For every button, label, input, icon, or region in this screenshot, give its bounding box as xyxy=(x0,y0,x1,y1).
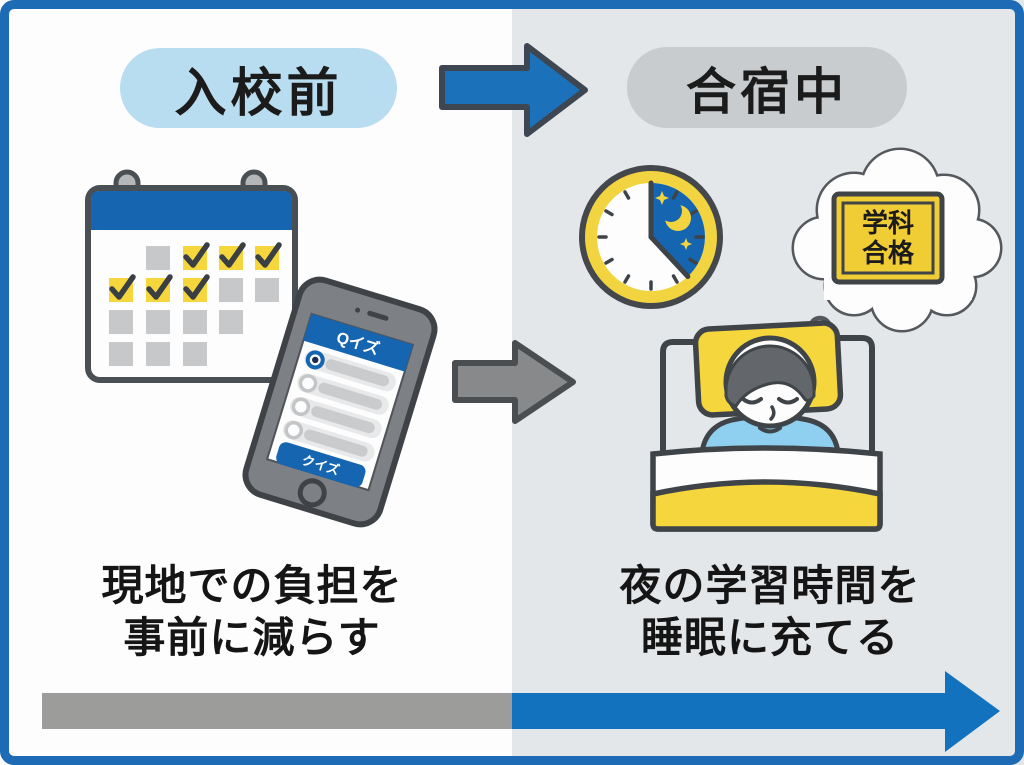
before-caption-line1: 現地での負担を xyxy=(101,562,403,609)
sleeping-person-icon xyxy=(650,320,883,532)
before-caption-line2: 事前に減らす xyxy=(123,614,381,661)
star-icon xyxy=(680,238,692,250)
thought-bubble: 学科 合格 xyxy=(791,147,1003,341)
during-caption-line2: 睡眠に充てる xyxy=(640,614,899,661)
phone-home-button xyxy=(297,478,327,508)
clock-hands xyxy=(648,180,691,279)
star-icon xyxy=(655,191,669,205)
right-arrow-blue-icon xyxy=(439,43,588,137)
clock-ticks xyxy=(597,183,705,291)
during-header-label: 合宿中 xyxy=(686,63,848,120)
smartphone-quiz-icon: Qイズ クイズ xyxy=(242,276,438,528)
closed-eye-right xyxy=(777,397,799,405)
during-header-pill: 合宿中 xyxy=(627,47,907,128)
mouth xyxy=(758,426,782,434)
before-caption: 現地での負担を 事前に減らす xyxy=(57,560,447,664)
certificate-icon: 学科 合格 xyxy=(831,191,945,285)
nose xyxy=(769,405,776,421)
timeline-arrow-icon xyxy=(42,671,1000,752)
bed-frame xyxy=(660,335,875,530)
closed-eye-left xyxy=(741,397,763,405)
blanket xyxy=(650,479,883,532)
right-arrow-gray-icon xyxy=(452,340,576,424)
before-header-pill: 入校前 xyxy=(120,48,397,128)
sleeping-face xyxy=(723,335,817,434)
before-header-label: 入校前 xyxy=(174,64,343,123)
calendar-checkmarks xyxy=(109,242,282,300)
during-caption-line1: 夜の学習時間を xyxy=(619,562,921,609)
during-caption: 夜の学習時間を 睡眠に充てる xyxy=(575,560,965,664)
certificate-line2: 合格 xyxy=(862,238,915,268)
night-clock-icon xyxy=(579,165,723,309)
quiz-start-button xyxy=(276,442,366,488)
quiz-answer-options xyxy=(282,349,396,462)
calendar-icon xyxy=(85,169,298,383)
certificate-line1: 学科 xyxy=(862,208,914,238)
hair xyxy=(724,344,816,408)
